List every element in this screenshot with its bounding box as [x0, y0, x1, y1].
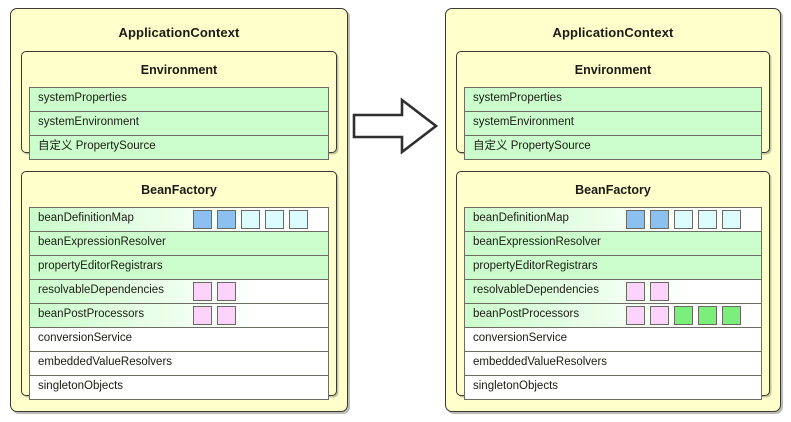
chip-group — [193, 280, 236, 303]
row-label: embeddedValueResolvers — [38, 356, 173, 369]
table-row: singletonObjects — [30, 375, 328, 400]
chip-pink — [626, 305, 645, 325]
page-title-left: ApplicationContext — [118, 25, 240, 40]
chip-lightblue — [265, 209, 284, 229]
row-label: embeddedValueResolvers — [473, 356, 608, 369]
row-label: propertyEditorRegistrars — [38, 260, 163, 273]
chip-lightblue — [722, 209, 741, 229]
chip-blue — [650, 209, 669, 229]
chip-blue — [217, 209, 236, 229]
table-row: 自定义 PropertySource — [30, 135, 328, 160]
chip-lightblue — [698, 209, 717, 229]
row-label: singletonObjects — [38, 380, 124, 393]
application-context-panel-after: ApplicationContext Environment systemPro… — [445, 8, 781, 412]
table-row: propertyEditorRegistrars — [30, 255, 328, 280]
environment-group-right: Environment systemProperties systemEnviro… — [456, 51, 770, 160]
row-label: conversionService — [38, 332, 132, 345]
table-row: beanDefinitionMap — [465, 207, 761, 232]
application-context-panel-before: ApplicationContext Environment systemPro… — [10, 8, 348, 412]
chip-pink — [217, 305, 236, 325]
chip-green — [674, 305, 693, 325]
table-row: systemEnvironment — [465, 111, 761, 136]
environment-rows-right: systemProperties systemEnvironment 自定义 Pro… — [464, 86, 762, 160]
beanfactory-group-left: BeanFactory beanDefinitionMap beanExpress… — [21, 171, 337, 400]
chip-group — [193, 304, 236, 327]
row-label: systemEnvironment — [473, 116, 574, 129]
row-label: beanExpressionResolver — [38, 236, 166, 249]
table-row: 自定义 PropertySource — [465, 135, 761, 160]
row-label: 自定义 PropertySource — [473, 140, 591, 153]
chip-group — [626, 304, 741, 327]
row-label: beanExpressionResolver — [473, 236, 601, 249]
table-row: beanExpressionResolver — [465, 231, 761, 256]
row-label: 自定义 PropertySource — [38, 140, 156, 153]
table-row: conversionService — [465, 327, 761, 352]
environment-title-right: Environment — [574, 63, 652, 77]
chip-blue — [193, 209, 212, 229]
chip-group — [626, 280, 669, 303]
table-row: embeddedValueResolvers — [30, 351, 328, 376]
table-row: beanPostProcessors — [30, 303, 328, 328]
table-row: systemProperties — [465, 87, 761, 112]
chip-group — [193, 208, 308, 231]
environment-group-left: Environment systemProperties systemEnviro… — [21, 51, 337, 160]
beanfactory-title-right: BeanFactory — [575, 183, 651, 197]
chip-green — [722, 305, 741, 325]
beanfactory-rows-right: beanDefinitionMap beanExpressionResolver p… — [464, 206, 762, 400]
row-label: systemEnvironment — [38, 116, 139, 129]
chip-pink — [193, 281, 212, 301]
page-title-right: ApplicationContext — [552, 25, 674, 40]
table-row: systemEnvironment — [30, 111, 328, 136]
chip-pink — [650, 305, 669, 325]
table-row: resolvableDependencies — [465, 279, 761, 304]
table-row: beanExpressionResolver — [30, 231, 328, 256]
row-label: beanDefinitionMap — [473, 212, 569, 225]
row-label: systemProperties — [38, 92, 127, 105]
chip-blue — [626, 209, 645, 229]
row-label: conversionService — [473, 332, 567, 345]
table-row: resolvableDependencies — [30, 279, 328, 304]
chip-lightblue — [241, 209, 260, 229]
row-label: propertyEditorRegistrars — [473, 260, 598, 273]
chip-lightblue — [289, 209, 308, 229]
table-row: embeddedValueResolvers — [465, 351, 761, 376]
chip-green — [698, 305, 717, 325]
row-label: systemProperties — [473, 92, 562, 105]
environment-title-left: Environment — [140, 63, 218, 77]
row-label: resolvableDependencies — [473, 284, 599, 297]
table-row: beanDefinitionMap — [30, 207, 328, 232]
right-arrow-icon — [352, 97, 439, 155]
row-label: beanDefinitionMap — [38, 212, 134, 225]
chip-pink — [626, 281, 645, 301]
chip-pink — [193, 305, 212, 325]
table-row: beanPostProcessors — [465, 303, 761, 328]
table-row: propertyEditorRegistrars — [465, 255, 761, 280]
row-label: resolvableDependencies — [38, 284, 164, 297]
table-row: singletonObjects — [465, 375, 761, 400]
row-label: beanPostProcessors — [38, 308, 145, 321]
chip-lightblue — [674, 209, 693, 229]
chip-pink — [650, 281, 669, 301]
chip-group — [626, 208, 741, 231]
beanfactory-title-left: BeanFactory — [141, 183, 217, 197]
beanfactory-group-right: BeanFactory beanDefinitionMap beanExpress… — [456, 171, 770, 400]
table-row: conversionService — [30, 327, 328, 352]
beanfactory-rows-left: beanDefinitionMap beanExpressionResolver p… — [29, 206, 329, 400]
environment-rows-left: systemProperties systemEnvironment 自定义 Pro… — [29, 86, 329, 160]
row-label: beanPostProcessors — [473, 308, 580, 321]
table-row: systemProperties — [30, 87, 328, 112]
row-label: singletonObjects — [473, 380, 559, 393]
chip-pink — [217, 281, 236, 301]
